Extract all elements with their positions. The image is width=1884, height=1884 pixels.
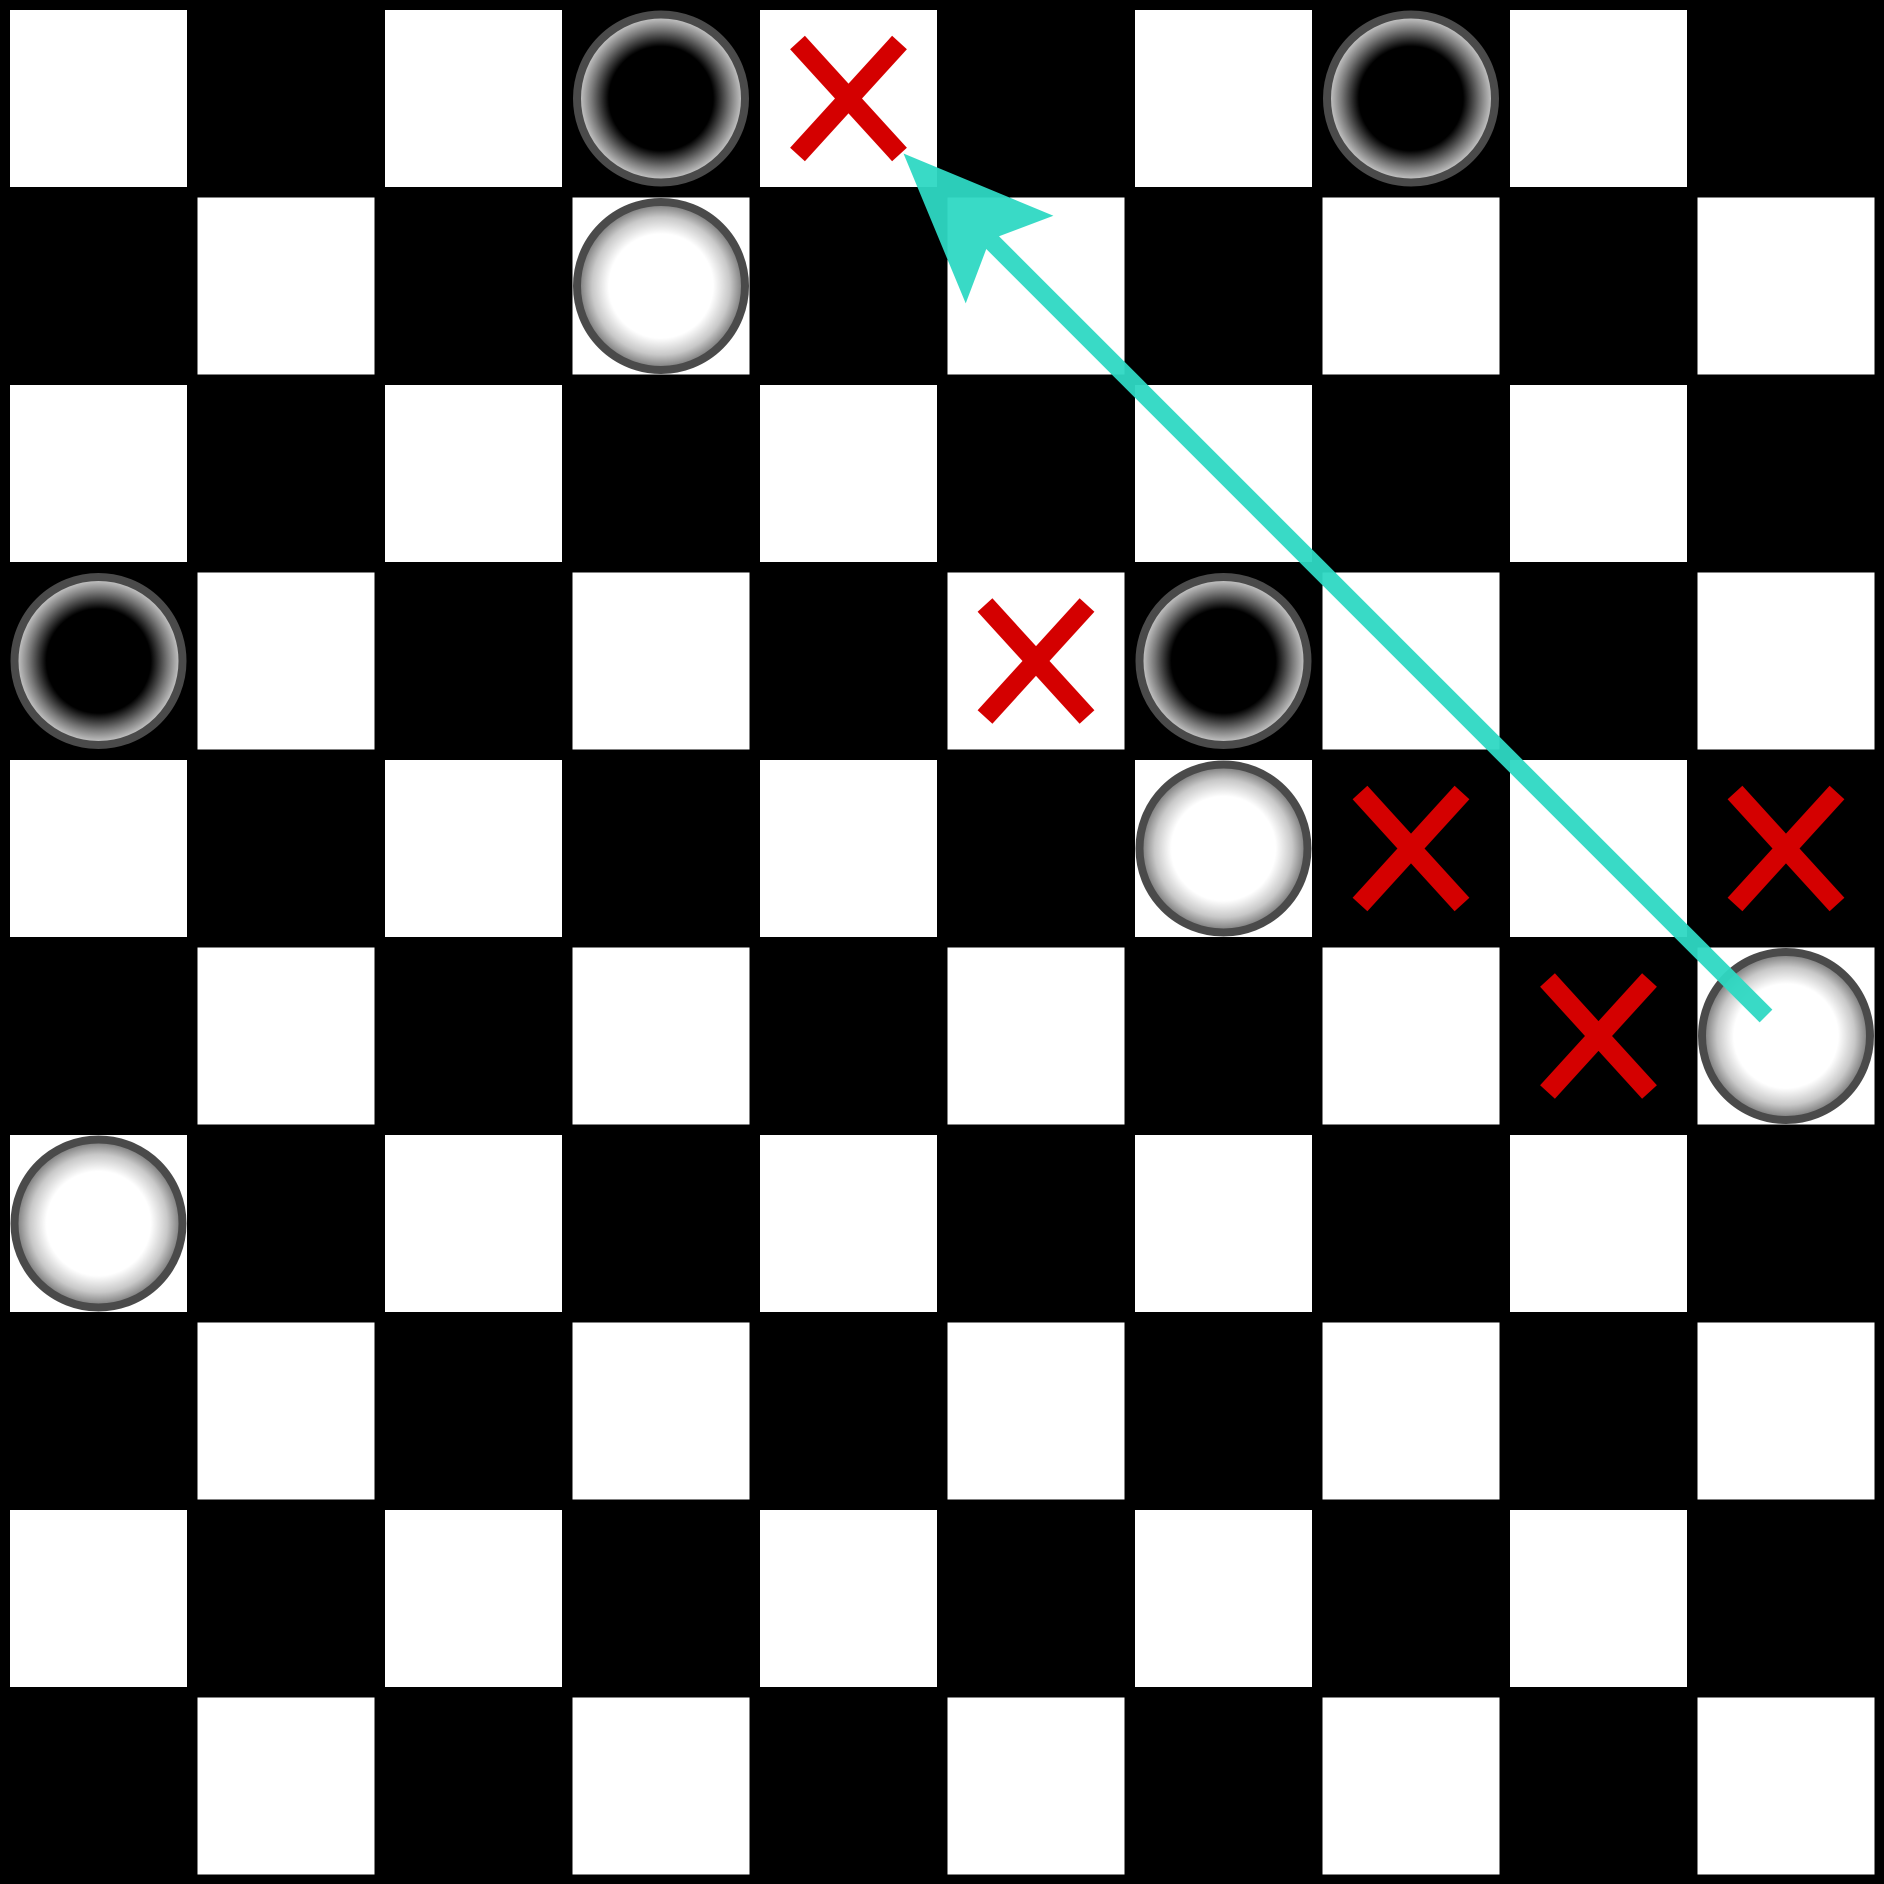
board-square-r8-c2[interactable] (385, 1510, 562, 1687)
board-square-r7-c9[interactable] (1697, 1322, 1875, 1500)
board-square-r0-c8[interactable] (1510, 10, 1687, 187)
arrow-icon (903, 153, 1773, 1023)
board-square-r1-c9[interactable] (1697, 197, 1875, 375)
board-square-r0-c2[interactable] (385, 10, 562, 187)
board-square-r5-c7[interactable] (1322, 947, 1500, 1125)
board-square-r9-c5[interactable] (947, 1697, 1125, 1875)
board-square-r1-c1[interactable] (197, 197, 375, 375)
black-piece-icon[interactable] (10, 573, 187, 749)
black-piece-icon[interactable] (1135, 573, 1312, 749)
board-square-r2-c4[interactable] (760, 385, 937, 562)
board-square-r4-c4[interactable] (760, 760, 937, 937)
board-square-r0-c0[interactable] (10, 10, 187, 187)
black-piece-icon[interactable] (1323, 10, 1499, 187)
board-square-r8-c4[interactable] (760, 1510, 937, 1687)
board-square-r4-c2[interactable] (385, 760, 562, 937)
board-square-r7-c3[interactable] (572, 1322, 750, 1500)
board-square-r7-c5[interactable] (947, 1322, 1125, 1500)
x-mark-icon (1352, 785, 1470, 912)
board-square-r5-c5[interactable] (947, 947, 1125, 1125)
board-square-r7-c7[interactable] (1322, 1322, 1500, 1500)
board-square-r2-c8[interactable] (1510, 385, 1687, 562)
white-piece-icon[interactable] (1135, 760, 1312, 937)
white-piece-icon[interactable] (573, 198, 749, 374)
black-piece-icon[interactable] (573, 10, 749, 187)
board-square-r9-c7[interactable] (1322, 1697, 1500, 1875)
board-square-r6-c8[interactable] (1510, 1135, 1687, 1312)
board-square-r8-c0[interactable] (10, 1510, 187, 1687)
board-square-r7-c1[interactable] (197, 1322, 375, 1500)
board-square-r8-c6[interactable] (1135, 1510, 1312, 1687)
board-square-r3-c3[interactable] (572, 572, 750, 750)
board-square-r5-c1[interactable] (197, 947, 375, 1125)
board-square-r0-c6[interactable] (1135, 10, 1312, 187)
board-square-r9-c3[interactable] (572, 1697, 750, 1875)
board-square-r8-c8[interactable] (1510, 1510, 1687, 1687)
white-piece-icon[interactable] (10, 1135, 187, 1312)
x-mark-icon (790, 35, 907, 162)
board-square-r6-c4[interactable] (760, 1135, 937, 1312)
board-square-r6-c2[interactable] (385, 1135, 562, 1312)
board-square-r6-c6[interactable] (1135, 1135, 1312, 1312)
board-square-r9-c1[interactable] (197, 1697, 375, 1875)
board-square-r3-c9[interactable] (1697, 572, 1875, 750)
board-square-r9-c9[interactable] (1697, 1697, 1875, 1875)
board-square-r3-c1[interactable] (197, 572, 375, 750)
board-square-r4-c0[interactable] (10, 760, 187, 937)
board-square-r2-c2[interactable] (385, 385, 562, 562)
x-mark-icon (977, 598, 1095, 724)
board-square-r5-c3[interactable] (572, 947, 750, 1125)
board-square-r1-c7[interactable] (1322, 197, 1500, 375)
x-mark-icon (1727, 785, 1845, 912)
board-square-r2-c0[interactable] (10, 385, 187, 562)
x-mark-icon (1540, 973, 1657, 1099)
